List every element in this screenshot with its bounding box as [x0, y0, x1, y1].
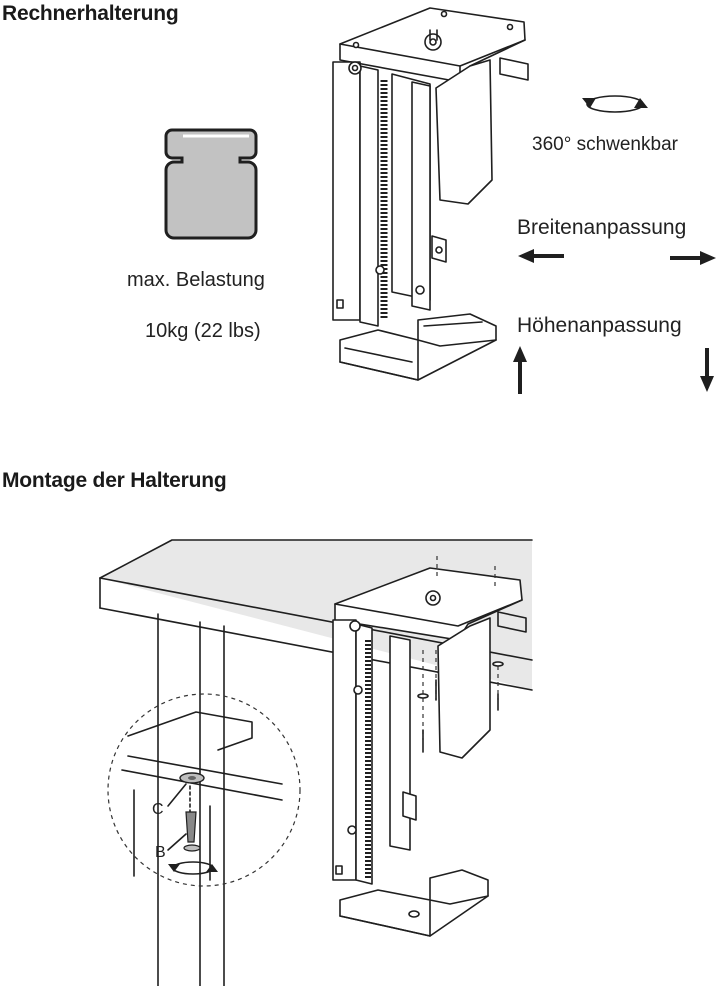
- rotate-icon: [582, 95, 648, 113]
- height-adjust-label: Höhenanpassung: [517, 314, 682, 337]
- load-value: 10kg (22 lbs): [145, 320, 261, 342]
- load-label: max. Belastung: [127, 269, 265, 291]
- arrow-left-icon: [518, 249, 564, 263]
- title-rechnerhalterung: Rechnerhalterung: [2, 2, 179, 25]
- callout-b: B: [155, 844, 166, 861]
- arrow-up-icon: [513, 346, 527, 394]
- arrow-right-icon: [670, 251, 716, 265]
- arrow-down-icon: [700, 348, 714, 392]
- bracket-top-drawing: [332, 7, 529, 381]
- rotation-label: 360° schwenkbar: [532, 134, 678, 155]
- width-adjust-label: Breitenanpassung: [517, 216, 687, 239]
- title-montage: Montage der Halterung: [2, 469, 227, 492]
- weight-icon: [164, 128, 258, 240]
- bracket-mounted-drawing: [332, 556, 527, 937]
- detail-circle: [107, 693, 301, 887]
